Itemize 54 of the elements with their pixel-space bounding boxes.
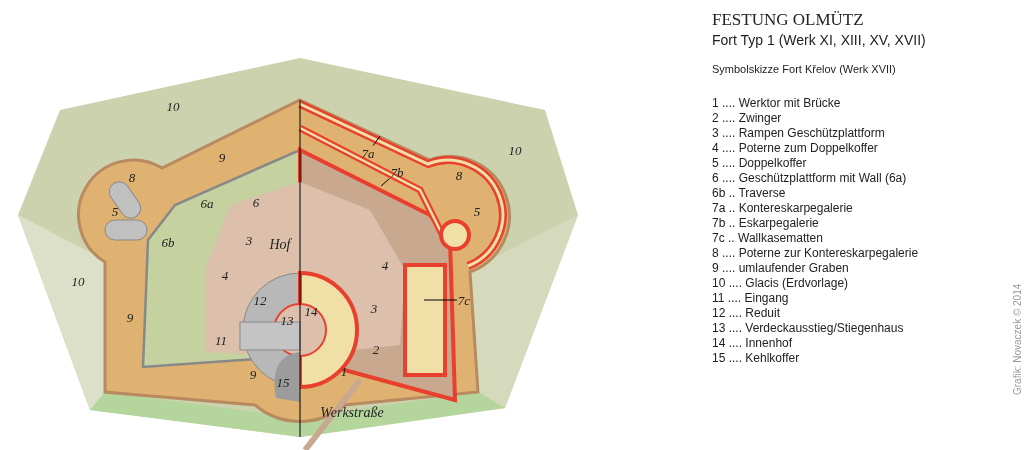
legend-entry: 12 .... Reduit <box>712 306 781 320</box>
legend-entry: 1 .... Werktor mit Brücke <box>712 96 841 110</box>
legend-entry: 7a .. Kontereskarpegalerie <box>712 201 853 215</box>
legend-entry: 2 .... Zwinger <box>712 111 782 125</box>
legend-entry: 7c .. Wallkasematten <box>712 231 823 245</box>
callout-number: 2 <box>372 342 380 356</box>
callout-number: 15 <box>276 375 290 389</box>
callout-number: 7c <box>457 293 471 307</box>
title: FESTUNG OLMÜTZ <box>712 10 864 30</box>
callout-number: 8 <box>128 170 136 184</box>
place-label: Hof <box>269 238 291 252</box>
legend-entry: 5 .... Doppelkoffer <box>712 156 807 170</box>
callout-number: 10 <box>508 143 522 157</box>
callout-number: 13 <box>280 313 294 327</box>
legend-entry: 3 .... Rampen Geschützplattform <box>712 126 885 140</box>
callout-number: 5 <box>111 204 119 218</box>
credit-text: Grafik: Novaczek © 2014 <box>1012 283 1023 395</box>
legend-entry: 8 .... Poterne zur Kontereskarpegalerie <box>712 246 919 260</box>
callout-number: 12 <box>253 293 267 307</box>
callout-number: 4 <box>381 258 389 272</box>
callout-number: 11 <box>215 333 227 347</box>
callout-number: 1 <box>340 364 348 378</box>
callout-number: 14 <box>304 304 318 318</box>
legend-entry: 9 .... umlaufender Graben <box>712 261 849 275</box>
legend-entry: 6 .... Geschützplattform mit Wall (6a) <box>712 171 907 185</box>
legend-entry: 13 .... Verdeckausstieg/Stiegenhaus <box>712 321 904 335</box>
legend-entry: 11 .... Eingang <box>712 291 789 305</box>
legend-entry: 7b .. Eskarpegalerie <box>712 216 819 230</box>
callout-number: 9 <box>218 150 226 164</box>
place-label: Werkstraße <box>320 406 384 420</box>
callout-number: 7b <box>390 165 404 179</box>
callout-number: 9 <box>126 310 134 324</box>
callout-number: 4 <box>221 268 229 282</box>
callout-number: 3 <box>245 233 253 247</box>
callout-number: 6b <box>161 235 175 249</box>
callout-number: 8 <box>455 168 463 182</box>
legend-entry: 14 .... Innenhof <box>712 336 793 350</box>
callout-number: 6a <box>200 196 214 210</box>
callout-number: 7a <box>361 146 375 160</box>
leader-line <box>372 135 381 146</box>
leader-line <box>380 178 390 187</box>
callout-number: 3 <box>370 301 378 315</box>
legend-entry: 6b .. Traverse <box>712 186 786 200</box>
legend-entry: 10 .... Glacis (Erdvorlage) <box>712 276 849 290</box>
callout-number: 10 <box>166 99 180 113</box>
callout-number: 10 <box>71 274 85 288</box>
callout-number: 9 <box>249 367 257 381</box>
legend-entry: 4 .... Poterne zum Doppelkoffer <box>712 141 878 155</box>
note: Symbolskizze Fort Křelov (Werk XVII) <box>712 63 896 75</box>
callout-number: 5 <box>473 204 481 218</box>
legend-entry: 15 .... Kehlkoffer <box>712 351 800 365</box>
leader-line <box>423 299 458 301</box>
callout-number: 6 <box>252 195 260 209</box>
subtitle: Fort Typ 1 (Werk XI, XIII, XV, XVII) <box>712 32 926 48</box>
